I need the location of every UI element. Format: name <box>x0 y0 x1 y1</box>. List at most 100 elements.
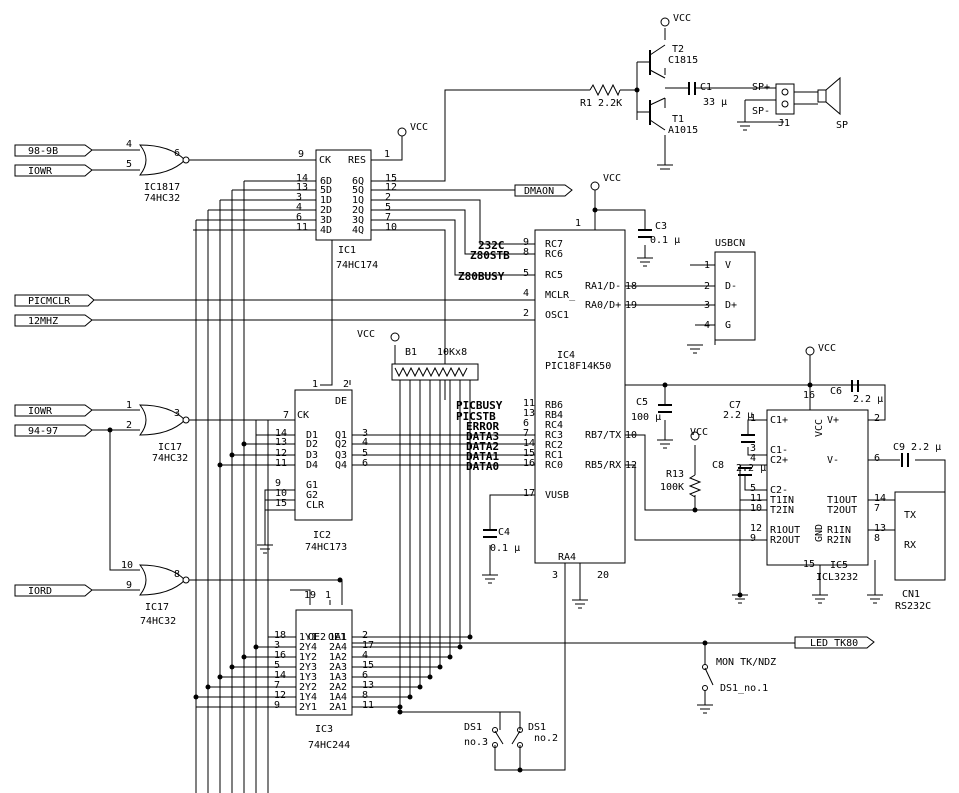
ic2-pin-label: D2 <box>306 439 318 450</box>
schematic-label: 7 <box>283 410 289 421</box>
port-led-tk80 <box>794 636 875 649</box>
ic2-pin-label: Q1 <box>335 430 347 441</box>
ic3-pin-label: 2A2 <box>329 682 347 693</box>
ic5-pin-label: R1OUT <box>770 525 800 536</box>
ic4-pin-number: 13 <box>523 408 535 419</box>
port-iowr-2 <box>14 404 93 417</box>
ic5-pin-number: 4 <box>750 453 756 464</box>
ic4-type: PIC18F14K50 <box>545 361 611 372</box>
ic4-pin-label: RC2 <box>545 440 563 451</box>
switches: MON TK/NDZ DS1_no.1 DS1 no.3 DS1 no.2 <box>464 657 776 748</box>
ic3-pin-number: 8 <box>362 690 368 701</box>
ic5-pin-label: T1IN <box>770 495 794 506</box>
ic3-oe-label: OE1 <box>328 632 346 643</box>
ic1-pin-number: 7 <box>385 212 391 223</box>
schematic-label: MON TK/NDZ <box>716 657 776 668</box>
ic5-pin-number: 14 <box>874 493 886 504</box>
port-12mhz <box>14 314 93 327</box>
ic3-pin-number: 14 <box>274 670 286 681</box>
schematic-label: IC17 <box>145 602 169 613</box>
ic1-pin-label: 1Q <box>352 195 364 206</box>
port-tags: 98-9B IOWR PICMCLR 12MHZ IOWR 94-97 IORD… <box>14 144 875 649</box>
schematic-label: DATA2 <box>466 440 499 453</box>
grounds <box>257 121 883 714</box>
schematic-label: 16 <box>803 390 815 401</box>
schematic-label: 2 <box>704 281 710 292</box>
ic4-pin-number: 9 <box>523 237 529 248</box>
schematic-label: R1 2.2K <box>580 98 622 109</box>
audio-amplifier: T2 C1815 T1 A1015 R1 2.2K C1 33 μ SP+ SP… <box>580 13 848 170</box>
schematic-label: 1 <box>575 218 581 229</box>
port-led-tk80-label: LED_TK80 <box>810 638 858 649</box>
ic3-74hc244: 19 1 IC3 74HC244 <box>295 590 353 751</box>
ic5-pin-number: 5 <box>750 483 756 494</box>
schematic-label: USBCN <box>715 238 745 249</box>
port-picmclr <box>14 294 95 307</box>
ic1-pin-label: 2D <box>320 205 332 216</box>
ic4-pin-label: MCLR_ <box>545 290 576 301</box>
schematic-label: Z80BUSY <box>458 270 505 283</box>
ic1-pin-label: 4D <box>320 225 332 236</box>
ic5-pin-number: 1 <box>750 413 756 424</box>
ic1-pin-label: 5Q <box>352 185 364 196</box>
ic4-pin-label: RA4 <box>558 552 576 563</box>
ic4-pin-number: 5 <box>523 268 529 279</box>
ic1-name: IC1 <box>338 245 356 256</box>
ic3-oe-label: OE2 <box>308 632 326 643</box>
schematic-label: 19 <box>304 590 316 601</box>
ic2-74hc173: CK DE 7 1 2 IC2 74HC173 <box>283 379 353 553</box>
port-98-9b <box>14 144 93 157</box>
ic4-pin-label: RC7 <box>545 239 563 250</box>
ic5-pin-label: T2IN <box>770 505 794 516</box>
ic1-pin-label: 5D <box>320 185 332 196</box>
ic5-pin-label: T1OUT <box>827 495 857 506</box>
ic4-pins: RC79RC68RC55MCLR_4OSC12RB611RB413RC46RC3… <box>523 237 637 581</box>
schematic-label: DS1 <box>464 722 482 733</box>
passives: VCC C3 0.1 μ C4 0.1 μ C5 100 μ C6 2.2 μ … <box>397 122 941 554</box>
schematic-label: VCC <box>690 427 708 438</box>
ic2-type: 74HC173 <box>305 542 347 553</box>
schematic-label: CK <box>297 410 309 421</box>
schematic-label: VCC <box>814 419 825 437</box>
gate-ic17-b <box>138 564 186 596</box>
port-iord-label: IORD <box>28 586 52 597</box>
schematic-label: 8 <box>174 569 180 580</box>
ic3-pin-number: 18 <box>274 630 286 641</box>
schematic-label: C3 <box>655 221 667 232</box>
schematic-label: 20 <box>597 570 609 581</box>
port-dmaon <box>514 184 573 197</box>
ic1-pin-number: 2 <box>385 192 391 203</box>
ic1-pin-label: 4Q <box>352 225 364 236</box>
ic4-pin-label: OSC1 <box>545 310 569 321</box>
ic2-pin-number: 14 <box>275 428 287 439</box>
schematic-label: 74HC32 <box>152 453 188 464</box>
ic4-pin-number: 4 <box>523 288 529 299</box>
ic4-pin-number: 14 <box>523 438 535 449</box>
ic4-pin-number: 2 <box>523 308 529 319</box>
schematic-label: 1 <box>312 379 318 390</box>
schematic-label: DS1 <box>528 722 546 733</box>
schematic-label: VCC <box>673 13 691 24</box>
ic3-pin-number: 6 <box>362 670 368 681</box>
ic5-pin-number: 6 <box>874 453 880 464</box>
ic2-pin-label: D1 <box>306 430 318 441</box>
cn1-rs232c: TX RX CN1 RS232C <box>894 491 946 612</box>
schematic-label: RS232C <box>895 601 931 612</box>
ic2-pin-number: 10 <box>275 488 287 499</box>
port-iowr-1 <box>14 164 93 177</box>
schematic-label: 2.2 μ <box>853 394 883 405</box>
schematic-label: C8 <box>712 460 724 471</box>
schematic-label: C9 2.2 μ <box>893 442 941 453</box>
ic3-pin-label: 1A2 <box>329 652 347 663</box>
ic3-pin-label: 1Y3 <box>299 672 317 683</box>
ic2-pin-label: Q2 <box>335 439 347 450</box>
ic2-pin-number: 15 <box>275 498 287 509</box>
ic4-pin-label: RC1 <box>545 450 563 461</box>
ic1-pin-number: 4 <box>296 202 302 213</box>
schematic-label: 0.1 μ <box>650 235 680 246</box>
ic4-pin-number: 8 <box>523 247 529 258</box>
ic4-pin-label: RB5/RX <box>585 460 621 471</box>
ic1-pin-number: 12 <box>385 182 397 193</box>
